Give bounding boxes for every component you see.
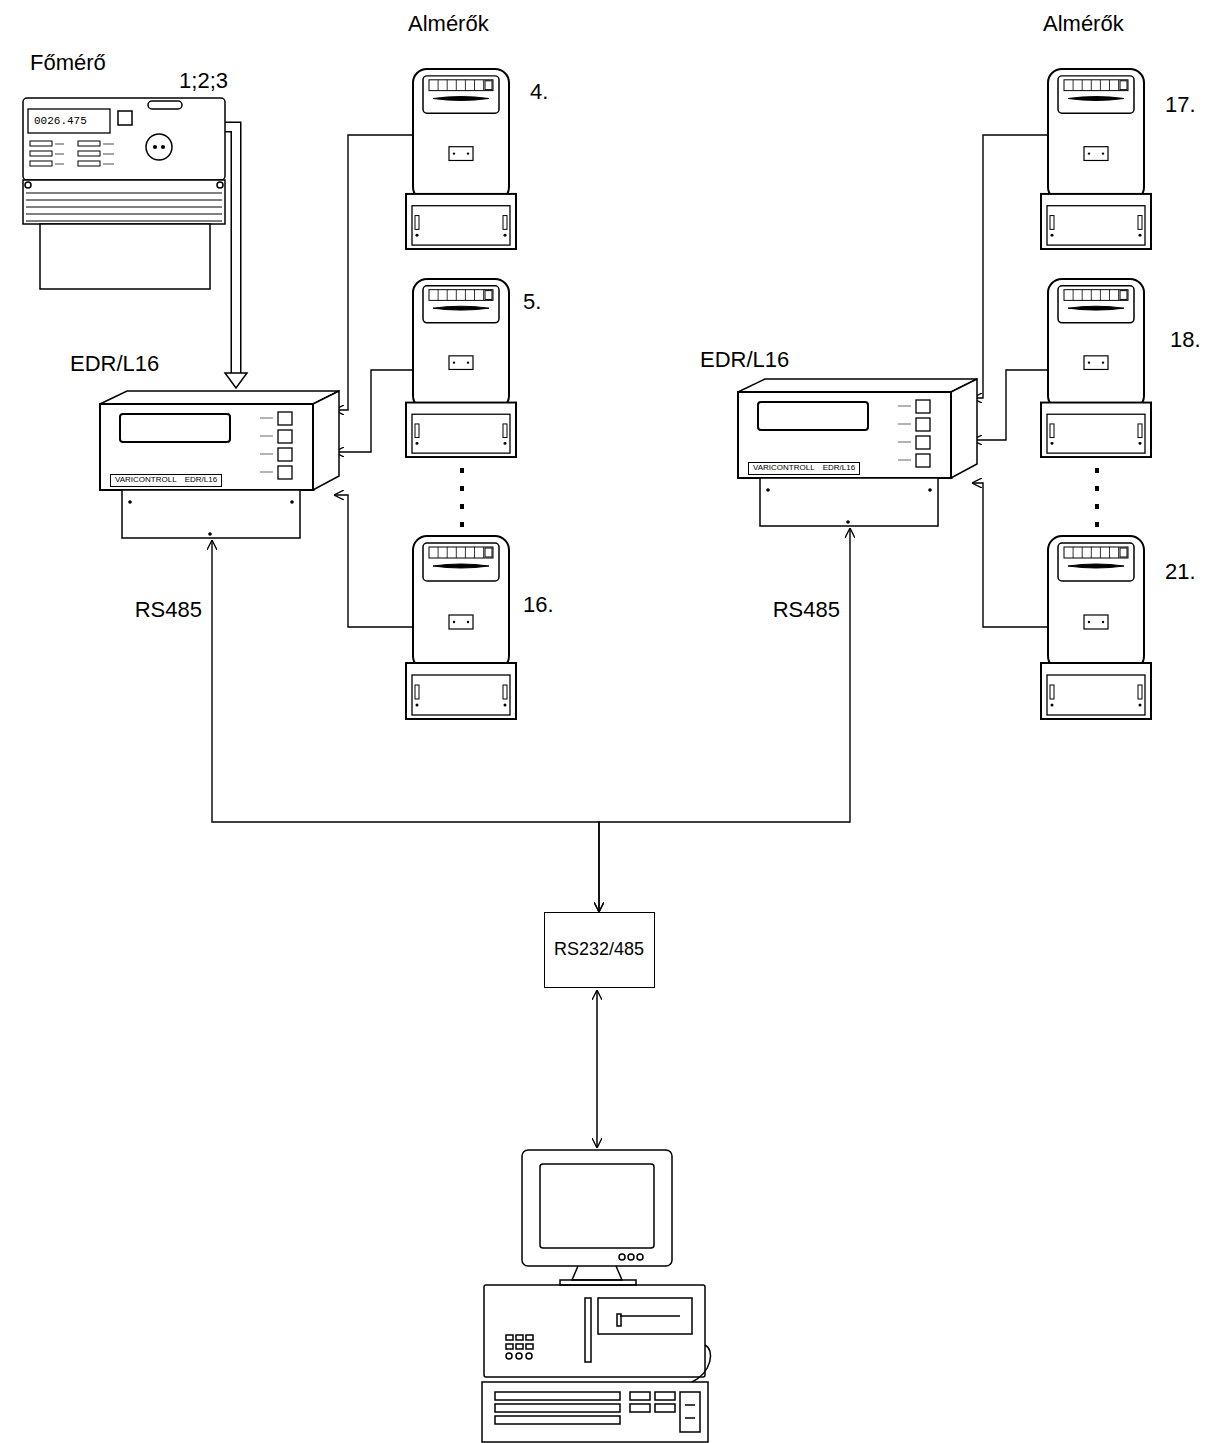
- meter-number: 18.: [1170, 328, 1201, 352]
- group-label: Almérők: [408, 12, 489, 36]
- display-reading: 0026.475: [34, 115, 87, 127]
- converter-box: RS232/485: [544, 912, 655, 988]
- device-label: EDR/L16: [700, 348, 789, 372]
- meter-number: 4.: [530, 80, 548, 104]
- model-text: EDR/L16: [823, 464, 855, 473]
- data-logger: EDR/L16VARICONTROLL EDR/L16: [100, 390, 340, 540]
- signal-wire: [212, 540, 599, 912]
- main-meter: Főmérő0026.475: [22, 97, 226, 290]
- signal-wire: [334, 370, 413, 452]
- signal-wire: [972, 370, 1048, 440]
- meter-number: 17.: [1165, 93, 1196, 117]
- name-plate: VARICONTROLL EDR/L16: [748, 462, 860, 475]
- signal-wire: [334, 495, 413, 627]
- signal-wire: [972, 135, 1048, 398]
- edge-label: RS485: [771, 598, 842, 622]
- meter-number: 16.: [523, 593, 554, 617]
- edge-label: 1;2;3: [177, 69, 230, 93]
- data-logger: EDR/L16VARICONTROLL EDR/L16: [738, 378, 978, 528]
- signal-wire: [599, 528, 850, 912]
- device-label: Főmérő: [30, 51, 106, 75]
- name-plate: VARICONTROLL EDR/L16: [110, 474, 222, 487]
- sub-meter: 18.: [1040, 278, 1152, 458]
- signal-wire: [972, 483, 1048, 627]
- signal-wire: [334, 135, 413, 410]
- sub-meter: 5.: [405, 278, 517, 458]
- computer: [482, 1150, 711, 1442]
- pc-link: [596, 990, 598, 1148]
- model-text: EDR/L16: [185, 476, 217, 485]
- meter-number: 21.: [1165, 560, 1196, 584]
- bus-arrow: [224, 127, 247, 388]
- brand-text: VARICONTROLL: [753, 464, 815, 473]
- sub-meter: 4.: [405, 68, 517, 250]
- brand-text: VARICONTROLL: [115, 476, 177, 485]
- sub-meter: 16.: [405, 535, 517, 720]
- sub-meter: 21.: [1040, 535, 1152, 720]
- box-label: RS232/485: [554, 940, 644, 960]
- group-label: Almérők: [1043, 12, 1124, 36]
- device-label: EDR/L16: [70, 352, 159, 376]
- sub-meter: 17.: [1040, 68, 1152, 250]
- edge-label: RS485: [133, 598, 204, 622]
- meter-number: 5.: [523, 290, 541, 314]
